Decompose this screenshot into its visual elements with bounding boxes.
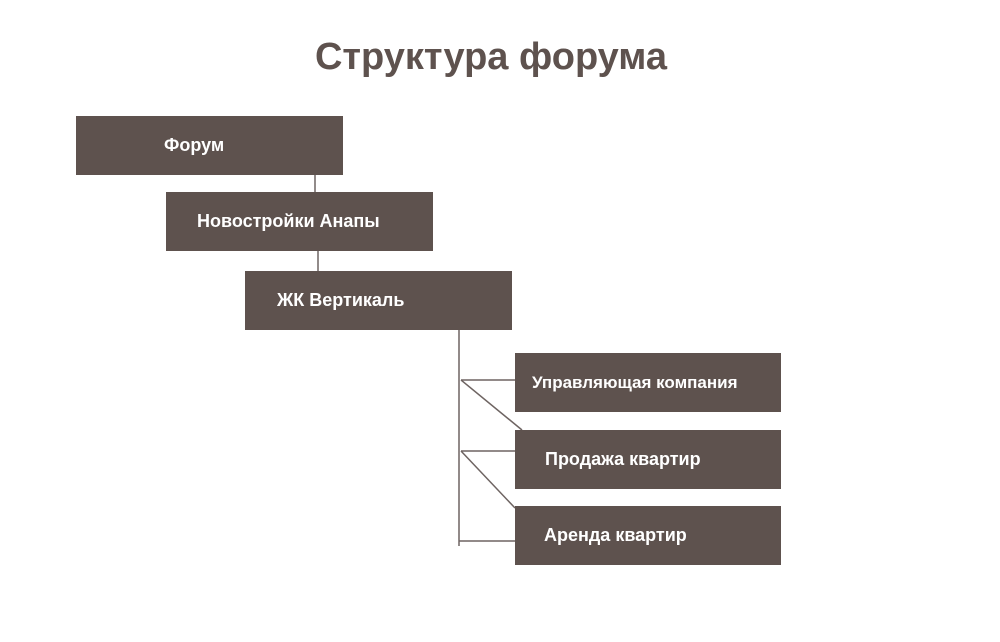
node-label: Новостройки Анапы [197,211,380,231]
node-arenda: Аренда квартир [515,506,781,565]
node-label: Аренда квартир [544,525,687,545]
node-zhk: ЖК Вертикаль [245,271,512,330]
node-prodazha: Продажа квартир [515,430,781,489]
diagram-title: Структура форума [314,36,668,78]
node-uk: Управляющая компания [515,353,781,412]
node-forum: Форум [76,116,343,175]
node-novostroyki: Новостройки Анапы [166,192,433,251]
node-label: ЖК Вертикаль [277,290,405,310]
node-label: Продажа квартир [545,449,701,469]
connector-prodazha-diagonal [460,450,516,509]
connector-uk-diagonal [460,379,523,431]
node-label: Управляющая компания [532,372,738,392]
node-label: Форум [164,135,225,155]
